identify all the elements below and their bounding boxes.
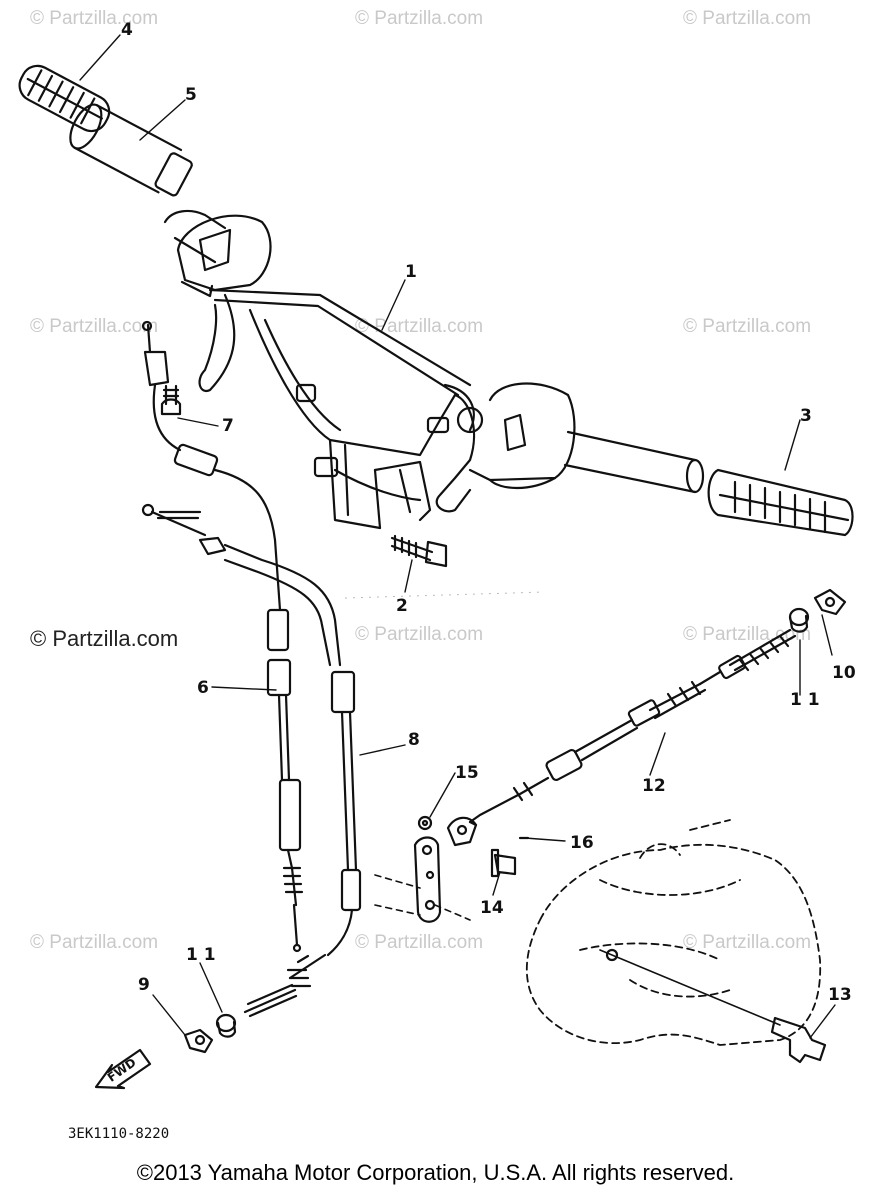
part-15-washer (417, 815, 433, 831)
callout-9: 9 (138, 975, 150, 995)
watermark: © Partzilla.com (30, 8, 159, 29)
lever-bracket (413, 836, 442, 923)
callout-2: 2 (396, 596, 408, 616)
callout-13: 13 (828, 985, 852, 1005)
left-grip (18, 64, 111, 133)
cable-12 (468, 628, 797, 824)
watermark: © Partzilla.com (355, 624, 484, 645)
part-10-knob (813, 588, 847, 616)
callout-8: 8 (408, 730, 420, 750)
watermark: © Partzilla.com (683, 624, 812, 645)
callout-6: 6 (197, 678, 209, 698)
callout-14: 14 (480, 898, 504, 918)
watermark: © Partzilla.com (683, 316, 812, 337)
callout-12: 12 (642, 776, 666, 796)
part-11-right (788, 607, 810, 633)
watermark: © Partzilla.com (30, 932, 159, 953)
part-14-pin (490, 848, 517, 878)
cable-6 (141, 320, 304, 953)
right-grip (707, 468, 854, 537)
bolt-7 (160, 384, 182, 416)
part-13-bracket (770, 1016, 827, 1064)
diagram-code: 3EK1110-8220 (68, 1126, 170, 1142)
watermark: © Partzilla.com (683, 932, 812, 953)
engine-outline (525, 819, 822, 1046)
watermark: © Partzilla.com (355, 8, 484, 29)
throttle-sleeve (69, 103, 193, 197)
watermark: © Partzilla.com (30, 316, 159, 337)
callout-4: 4 (121, 20, 133, 40)
callout-10: 10 (832, 663, 856, 683)
part-9-knob (183, 1028, 214, 1054)
callout-15: 15 (455, 763, 479, 783)
fwd-arrow-icon (94, 1048, 152, 1090)
watermark: © Partzilla.com (355, 316, 484, 337)
callout-1: 1 (405, 262, 417, 282)
handlebar-frame (198, 288, 484, 530)
callout-11-right: 1 1 (790, 690, 820, 710)
brake-arm (446, 816, 478, 847)
copyright-notice: ©2013 Yamaha Motor Corporation, U.S.A. A… (136, 1160, 735, 1185)
watermark-dark: © Partzilla.com (30, 626, 179, 651)
bolt-2 (390, 534, 448, 568)
callout-5: 5 (185, 85, 197, 105)
callout-11-left: 1 1 (186, 945, 216, 965)
callout-16: 16 (570, 833, 594, 853)
cable-8 (141, 503, 362, 1018)
part-11-left (215, 1013, 237, 1038)
callout-7: 7 (222, 416, 234, 436)
callout-3: 3 (800, 406, 812, 426)
watermark: © Partzilla.com (683, 8, 812, 29)
watermark: © Partzilla.com (355, 932, 484, 953)
